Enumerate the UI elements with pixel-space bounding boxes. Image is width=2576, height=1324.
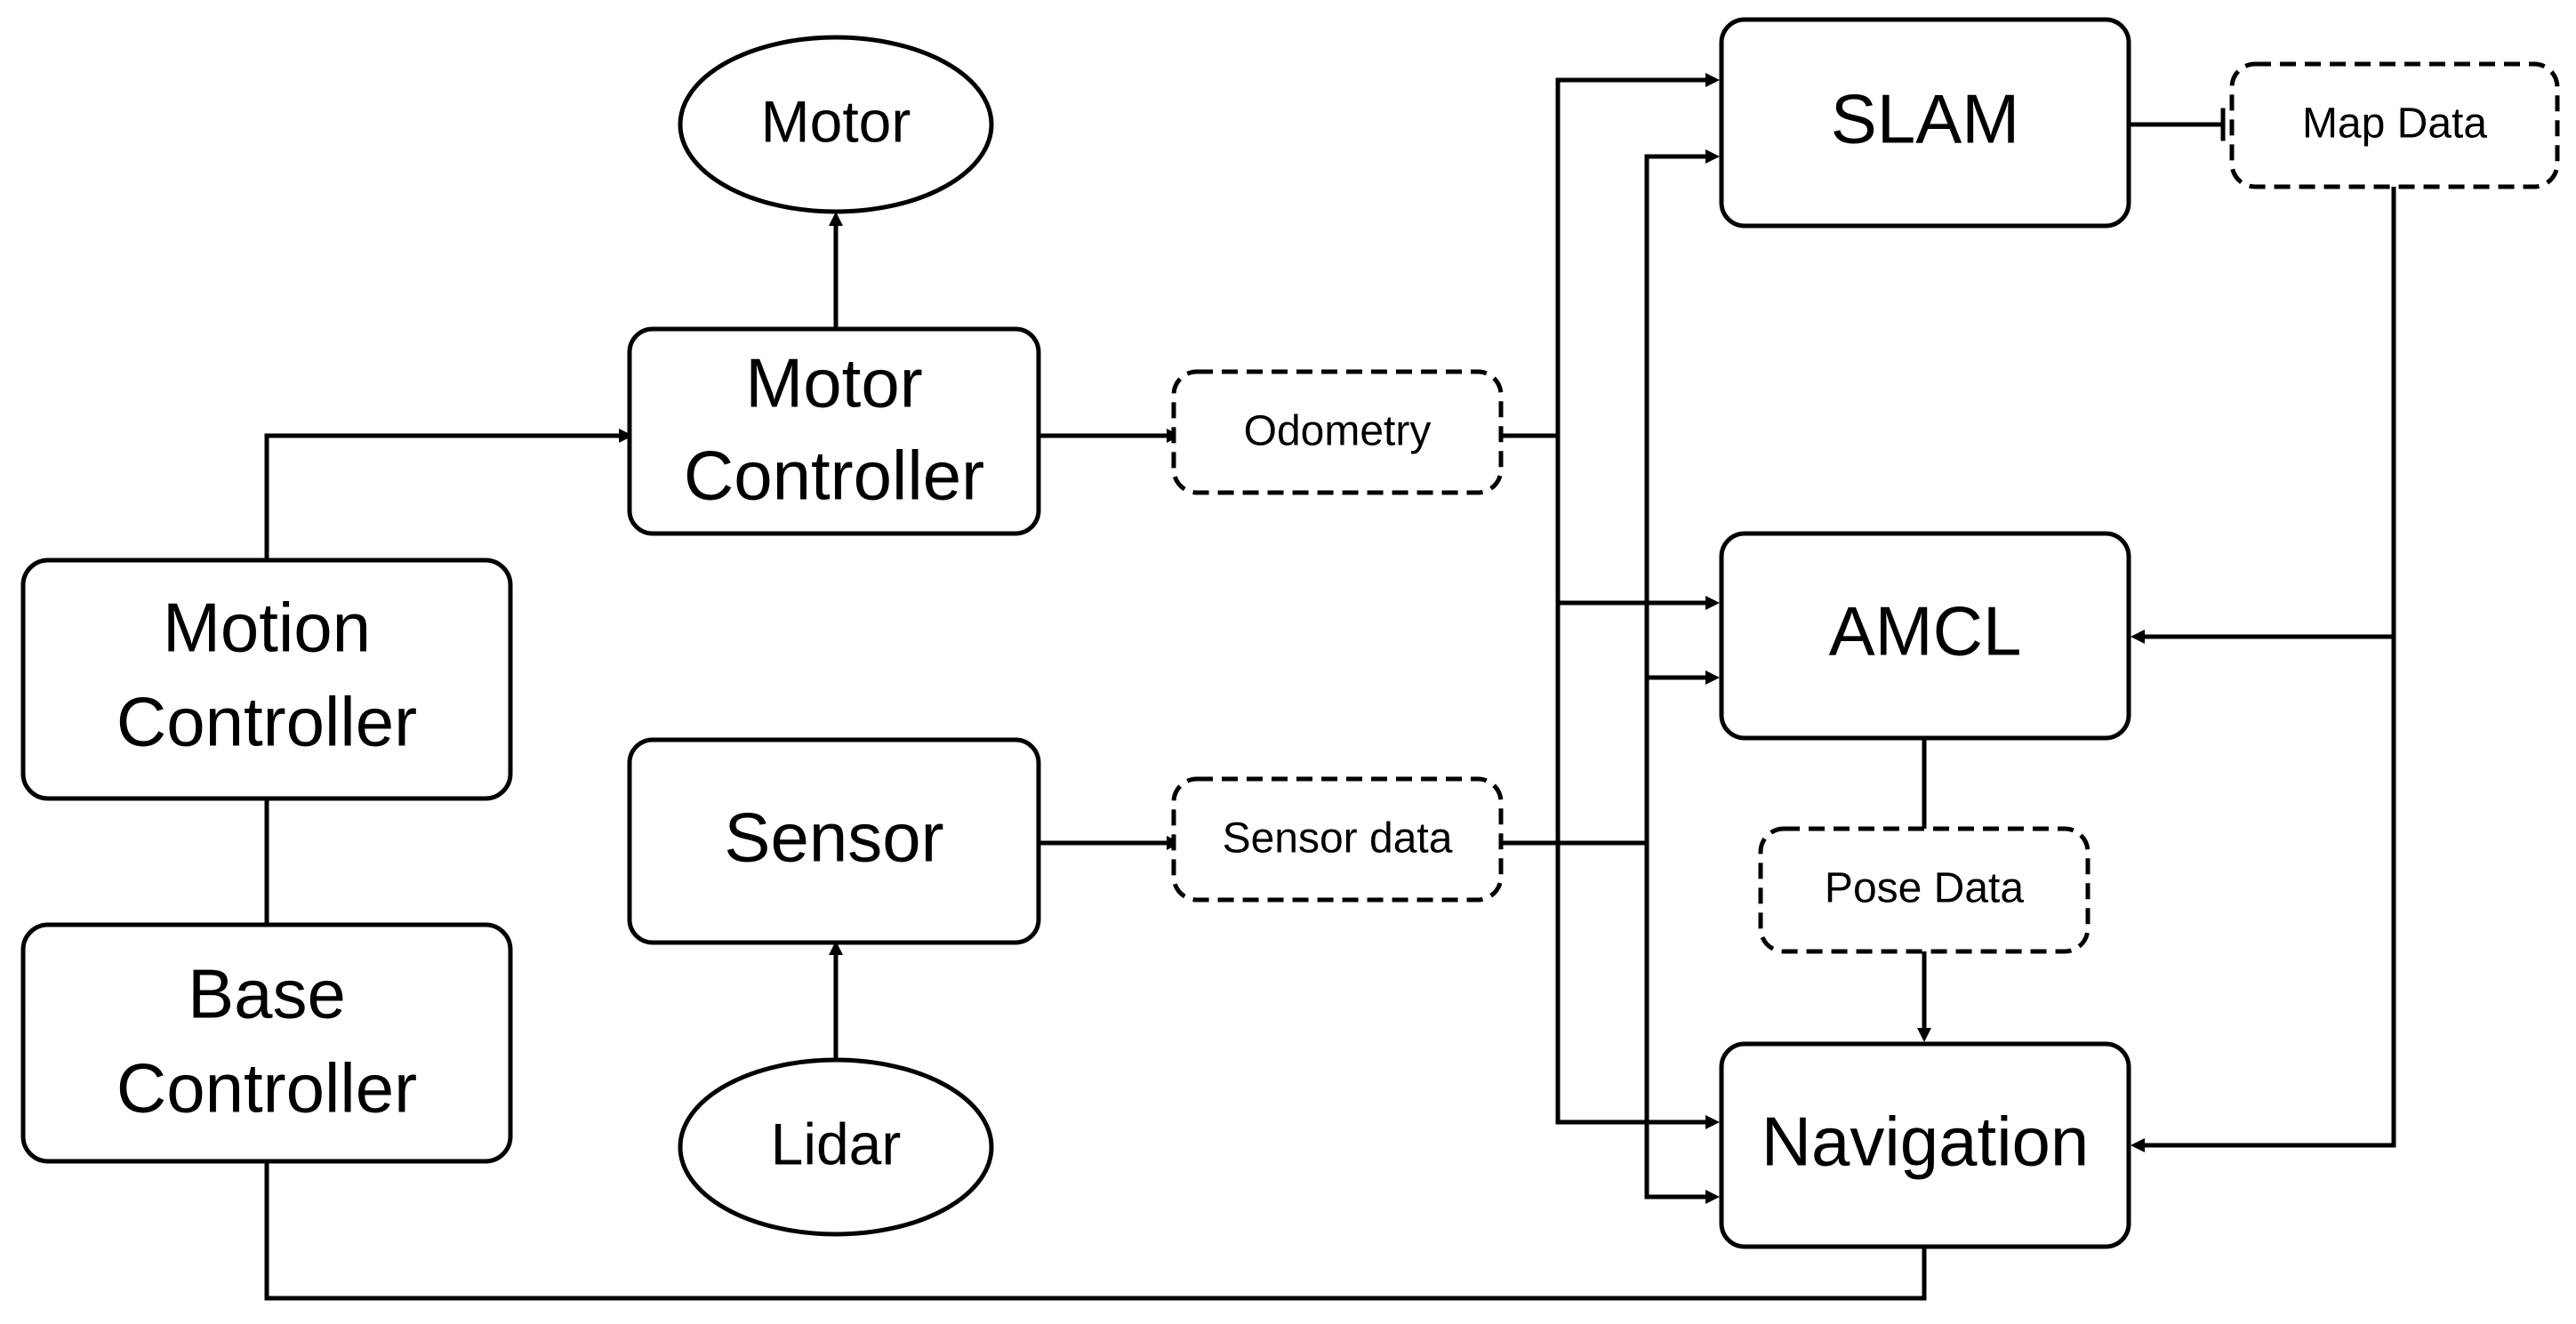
node-motion-controller: Motion Controller: [20, 558, 513, 801]
node-lidar: Lidar: [678, 1057, 994, 1237]
arrowhead: [1705, 596, 1720, 610]
node-slam-label: SLAM: [1831, 80, 2019, 158]
arrowhead: [1705, 670, 1720, 685]
arrowhead: [619, 429, 633, 443]
arrowhead: [1917, 1028, 1931, 1042]
data-odometry-label: Odometry: [1244, 408, 1432, 455]
node-sensor: Sensor: [627, 737, 1041, 945]
arrowhead: [1705, 149, 1720, 164]
node-amcl-label: AMCL: [1829, 592, 2022, 670]
data-pose-data: Pose Data: [1758, 826, 2090, 954]
node-sensor-label: Sensor: [724, 798, 943, 877]
data-map-data: Map Data: [2229, 61, 2560, 189]
node-lidar-label: Lidar: [771, 1111, 902, 1176]
data-odometry: Odometry: [1171, 369, 1504, 495]
node-navigation: Navigation: [1719, 1041, 2131, 1249]
arrowhead: [2131, 1138, 2145, 1152]
node-motion-controller-label-line1: Motion: [163, 589, 371, 667]
data-pose-data-label: Pose Data: [1825, 865, 2024, 912]
data-sensor-data: Sensor data: [1171, 776, 1504, 903]
arrowhead: [1705, 73, 1720, 87]
arrowhead: [2131, 630, 2145, 644]
node-motion-controller-label-line2: Controller: [116, 683, 417, 761]
arrowhead: [1705, 1190, 1720, 1204]
node-amcl: AMCL: [1719, 531, 2131, 741]
arrowhead: [1705, 1115, 1720, 1129]
connector-motion-to-motor-controller: [264, 433, 625, 570]
data-sensor-data-label: Sensor data: [1223, 815, 1453, 863]
node-motor-controller: Motor Controller: [627, 326, 1041, 536]
node-motor-label: Motor: [761, 88, 911, 154]
node-navigation-label: Navigation: [1761, 1103, 2090, 1181]
arrowhead: [829, 941, 843, 955]
node-slam: SLAM: [1719, 17, 2131, 229]
node-motor-controller-label-line1: Motor: [745, 344, 922, 422]
node-base-controller-label-line1: Base: [188, 955, 346, 1033]
arrowhead: [829, 212, 843, 226]
node-motor: Motor: [678, 35, 994, 214]
node-base-controller-label-line2: Controller: [116, 1049, 417, 1127]
connector-base-to-navigation: [264, 1159, 1927, 1301]
data-map-data-label: Map Data: [2302, 100, 2487, 148]
connectors: [264, 73, 2396, 1301]
node-base-controller: Base Controller: [20, 922, 513, 1164]
node-motor-controller-label-line2: Controller: [684, 437, 984, 515]
